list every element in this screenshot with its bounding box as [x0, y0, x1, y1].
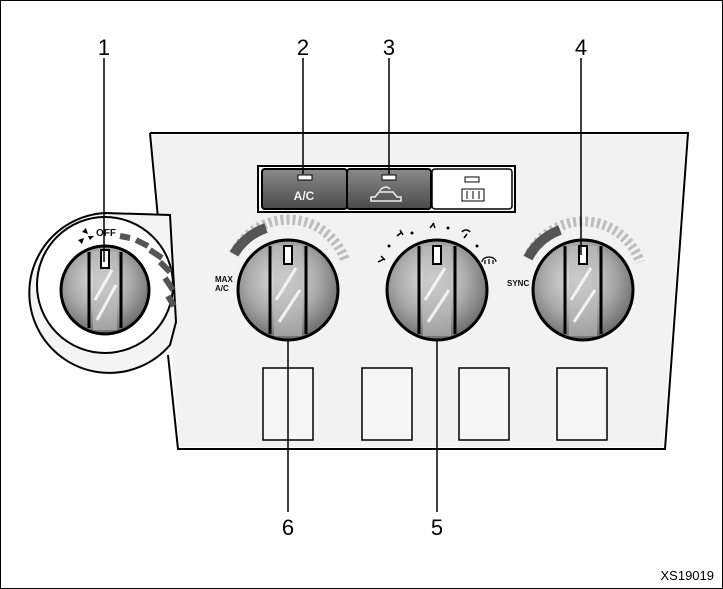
- recirculation-button[interactable]: [347, 169, 431, 209]
- max-ac-label-line2: A/C: [215, 284, 229, 293]
- blank-switch-slot-2: [362, 368, 412, 440]
- callout-2: 2: [297, 35, 309, 60]
- max-ac-label-line1: MAX: [215, 275, 233, 284]
- callout-6: 6: [282, 515, 294, 540]
- sync-label: SYNC: [507, 279, 529, 288]
- fan-off-label: OFF: [96, 228, 116, 239]
- blank-switch-slot-4: [557, 368, 607, 440]
- ac-button-label: A/C: [294, 189, 315, 203]
- callout-1: 1: [98, 35, 110, 60]
- callout-3: 3: [383, 35, 395, 60]
- callout-4: 4: [575, 35, 587, 60]
- ac-button[interactable]: A/C: [262, 169, 347, 209]
- figure-code: XS19019: [661, 568, 715, 583]
- rear-defogger-button[interactable]: [432, 169, 512, 209]
- temperature-knob-left[interactable]: [238, 240, 338, 340]
- temperature-knob-right[interactable]: [533, 240, 633, 340]
- blank-switch-slot-3: [459, 368, 509, 440]
- mode-knob[interactable]: [387, 240, 487, 340]
- fan-speed-knob[interactable]: [61, 246, 149, 334]
- callout-5: 5: [431, 515, 443, 540]
